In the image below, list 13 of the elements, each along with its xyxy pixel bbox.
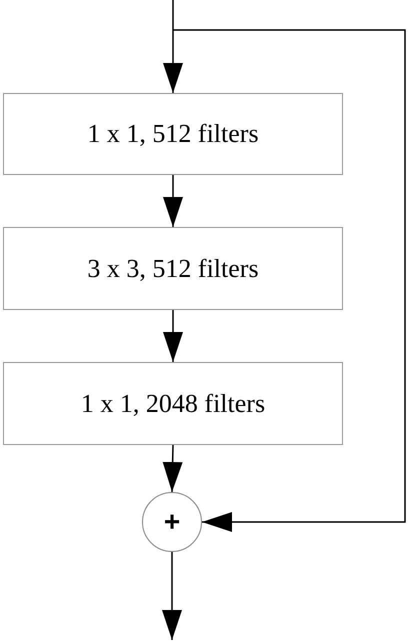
process-box [3,93,343,175]
arrow [163,0,183,93]
process-box [3,362,343,445]
arrow [162,444,183,492]
arrow [163,310,183,362]
box-label: 1 x 1, 2048 filters [80,388,266,418]
box-label: + [164,506,180,538]
box-label: 3 x 3, 512 filters [87,254,259,284]
arrow [163,175,183,227]
box-label: 1 x 1, 512 filters [87,119,259,149]
process-box [3,227,343,310]
arrow [162,552,182,640]
arrow [173,29,406,532]
